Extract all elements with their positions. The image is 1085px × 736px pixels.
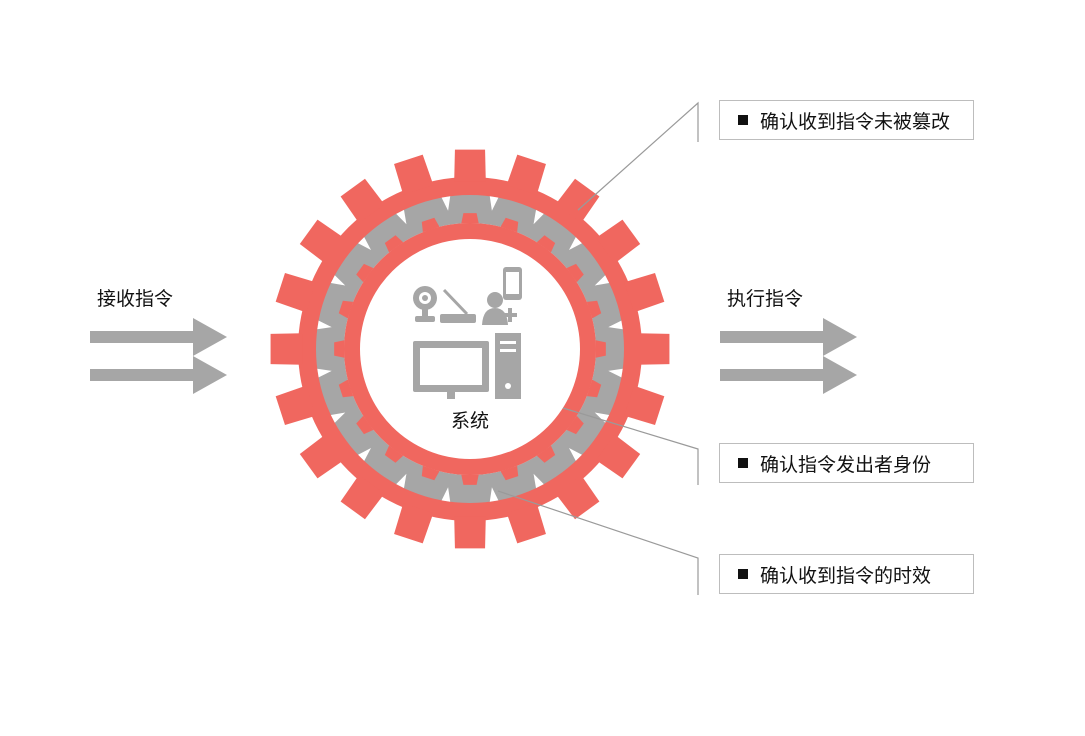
inner-ring-tooth: [356, 415, 374, 435]
outer-gear-tooth: [454, 516, 486, 549]
inner-ring-tooth: [500, 217, 519, 233]
callout-text: 确认指令发出者身份: [760, 453, 932, 476]
callout-sender-identity: 确认指令发出者身份: [719, 443, 974, 483]
inner-ring-tooth: [536, 445, 556, 463]
bullet-icon: [738, 458, 748, 468]
outer-gear-tooth: [270, 333, 303, 365]
center-label: 系统: [450, 410, 489, 432]
inner-ring-tooth: [421, 465, 440, 481]
leader-line-2: [562, 407, 699, 485]
output-arrow-top: [720, 318, 857, 356]
outer-gear-tooth: [555, 475, 600, 520]
add-user-icon: [482, 292, 517, 325]
leader-lines: [497, 101, 699, 595]
outer-gear-ring: [270, 149, 670, 549]
tower-pc-icon: [495, 333, 521, 399]
gray-ring-notch: [441, 196, 451, 211]
gray-ring-notch: [608, 368, 623, 378]
outer-gear-tooth: [275, 273, 316, 313]
gray-ring-notch: [608, 320, 623, 330]
outer-gear-tooth: [275, 385, 316, 425]
input-arrow-top: [90, 318, 227, 356]
inner-ring-tooth: [586, 379, 602, 398]
callout-tamper-check: 确认收到指令未被篡改: [719, 100, 974, 140]
inner-ring-tooth: [536, 235, 556, 253]
gray-ring-notch: [317, 320, 332, 330]
inner-ring-tooth: [421, 217, 440, 233]
inner-ring-tooth: [356, 263, 374, 283]
outer-gear-tooth: [394, 503, 434, 544]
leader-line-1: [577, 101, 699, 211]
outer-gear-tooth: [340, 475, 385, 520]
inner-ring-tooth: [384, 445, 404, 463]
inner-ring-tooth: [595, 340, 606, 358]
input-arrows: [90, 318, 227, 394]
outer-gear-tooth: [299, 219, 344, 264]
leader-line-3: [497, 490, 699, 595]
gray-ring-notch: [317, 368, 332, 378]
input-arrow-bottom: [90, 356, 227, 394]
inner-ring-tooth: [461, 474, 479, 485]
output-arrow-bottom: [720, 356, 857, 394]
gray-ring-notch: [330, 275, 346, 286]
gray-ring-notch: [441, 487, 451, 502]
outer-gear-tooth: [555, 178, 600, 223]
bullet-icon: [738, 115, 748, 125]
outer-gear-tooth: [596, 434, 641, 479]
gray-ring-notch: [533, 473, 544, 489]
outer-gear-tooth: [454, 149, 486, 182]
inner-ring-tooth: [566, 415, 584, 435]
outer-gear-tooth: [624, 273, 665, 313]
bullet-icon: [738, 569, 748, 579]
outer-gear-tooth: [596, 219, 641, 264]
inner-ring-tooth: [461, 213, 479, 224]
outer-gear-tooth: [299, 434, 344, 479]
outer-gear-tooth: [624, 385, 665, 425]
router-icon: [440, 288, 476, 323]
inner-ring-tooth: [586, 300, 602, 319]
gray-ring-notch: [568, 237, 582, 251]
smartphone-icon: [503, 267, 522, 300]
gray-ring-notch: [533, 209, 544, 225]
inner-ring-tooth: [334, 340, 345, 358]
inner-ring-tooth: [500, 465, 519, 481]
callout-text: 确认收到指令未被篡改: [760, 110, 951, 133]
outer-gear-tooth: [506, 503, 546, 544]
inner-gear-ring: [316, 195, 624, 503]
output-arrows: [720, 318, 857, 394]
gray-ring-notch: [594, 275, 610, 286]
gray-ring-notch: [358, 447, 372, 461]
gray-ring-notch: [396, 209, 407, 225]
gray-ring-notch: [358, 237, 372, 251]
gray-ring-notch: [396, 473, 407, 489]
callout-text: 确认收到指令的时效: [760, 564, 932, 587]
outer-gear-tooth: [637, 333, 670, 365]
inner-ring-tooth: [338, 379, 354, 398]
monitor-icon: [413, 341, 489, 399]
outer-gear-tooth: [340, 178, 385, 223]
gray-ring-notch: [489, 487, 499, 502]
output-label: 执行指令: [727, 288, 804, 310]
inner-ring-tooth: [384, 235, 404, 253]
gray-ring-notch: [330, 412, 346, 423]
callout-timeliness: 确认收到指令的时效: [719, 554, 974, 594]
inner-ring-tooth: [566, 263, 584, 283]
outer-gear-tooth: [394, 154, 434, 195]
gray-ring-notch: [489, 196, 499, 211]
gray-ring-notch: [594, 412, 610, 423]
webcam-icon: [413, 286, 437, 322]
center-icons: [413, 267, 522, 399]
input-label: 接收指令: [97, 288, 174, 310]
inner-red-ring: [334, 213, 606, 485]
inner-ring-tooth: [338, 300, 354, 319]
gray-ring-notch: [568, 447, 582, 461]
outer-gear-tooth: [506, 154, 546, 195]
